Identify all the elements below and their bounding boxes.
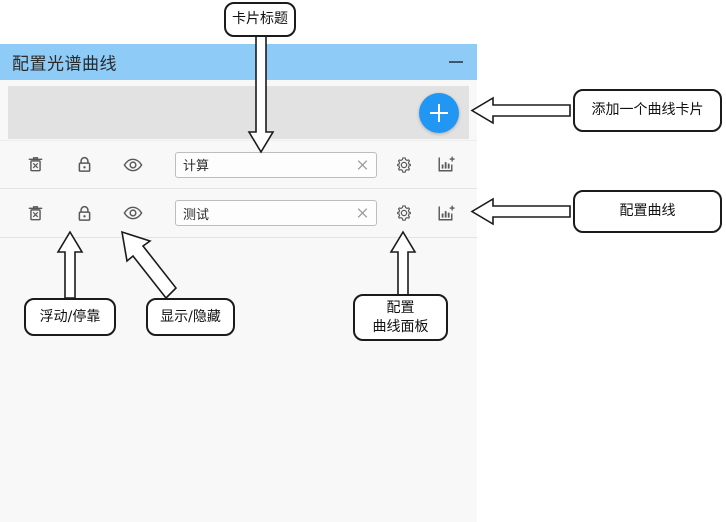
add-curve-card-button[interactable] [419, 92, 459, 133]
lock-float-dock-button[interactable] [69, 198, 99, 228]
lock-closed-icon [78, 156, 90, 172]
trash-x-icon [28, 157, 42, 172]
curve-name-field[interactable] [175, 151, 377, 178]
table-row [0, 189, 477, 238]
chart-add-icon [438, 205, 455, 220]
close-x-icon [357, 208, 368, 218]
callout-add-curve-card: 添加一个曲线卡片 [573, 89, 722, 132]
eye-icon [123, 158, 143, 171]
configure-curve-button[interactable] [430, 198, 460, 228]
minimize-icon [449, 61, 463, 63]
table-row [0, 140, 477, 189]
callout-configure-panel: 配置 曲线面板 [353, 294, 448, 341]
gear-icon [397, 205, 411, 221]
callout-configure-panel-line2: 曲线面板 [372, 318, 429, 335]
configure-curve-button[interactable] [430, 150, 460, 180]
configure-curve-panel-button[interactable] [389, 150, 419, 180]
callout-configure-curve: 配置曲线 [573, 190, 722, 233]
lock-closed-icon [78, 205, 90, 221]
toggle-visibility-button[interactable] [118, 198, 148, 228]
curve-name-field[interactable] [175, 200, 377, 226]
arrow-add-curve-card [470, 96, 571, 125]
clear-name-button[interactable] [355, 206, 370, 221]
eye-icon [123, 206, 143, 220]
delete-curve-button[interactable] [20, 198, 50, 228]
close-x-icon [357, 159, 368, 170]
chart-add-icon [438, 156, 455, 172]
toggle-visibility-button[interactable] [118, 150, 148, 180]
gear-icon [397, 156, 411, 173]
callout-float-dock: 浮动/停靠 [24, 298, 116, 336]
configure-curve-panel-button[interactable] [389, 198, 419, 228]
curve-name-input[interactable] [176, 152, 376, 177]
callout-configure-panel-line1: 配置 [386, 299, 415, 316]
page-title: 配置光谱曲线 [12, 54, 117, 75]
arrow-configure-curve [470, 197, 571, 226]
clear-name-button[interactable] [355, 157, 370, 172]
delete-curve-button[interactable] [20, 150, 50, 180]
panel-title-bar: 配置光谱曲线 [0, 44, 477, 80]
curve-name-input[interactable] [176, 201, 376, 225]
trash-x-icon [28, 205, 42, 220]
plus-icon-vertical [437, 103, 441, 122]
spectrum-curve-panel: 配置光谱曲线 [0, 44, 477, 522]
curve-row-list [0, 140, 477, 238]
callout-card-title: 卡片标题 [224, 2, 296, 37]
lock-float-dock-button[interactable] [69, 150, 99, 180]
minimize-button[interactable] [445, 52, 467, 72]
callout-show-hide: 显示/隐藏 [146, 298, 235, 336]
panel-toolbar [8, 86, 469, 139]
